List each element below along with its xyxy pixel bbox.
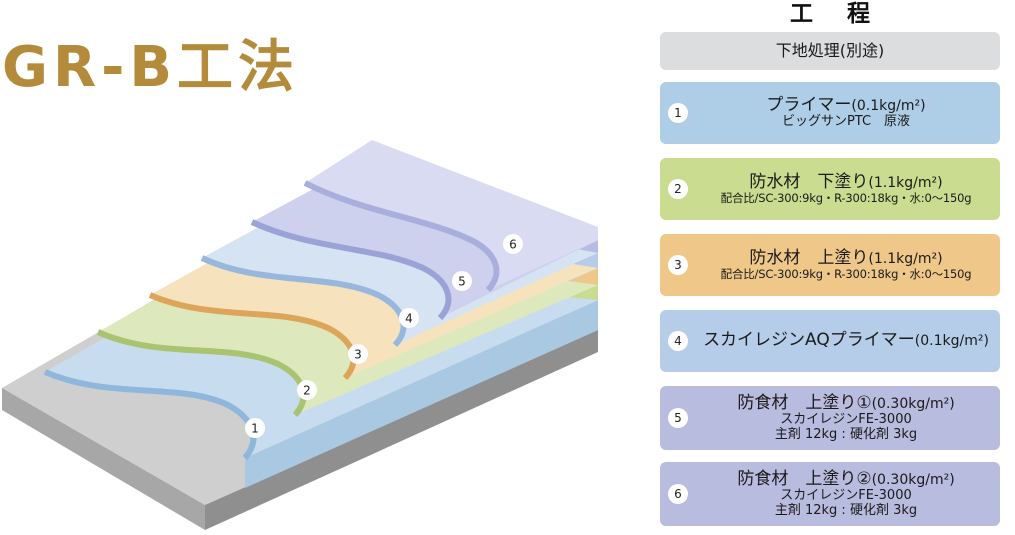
step-spec: (0.30kg/m²) [871, 471, 955, 488]
step-detail: 配合比/SC-300:9kg・R-300:18kg・水:0〜150g [720, 191, 972, 206]
layer-diagram: 1 2 3 4 5 6 [2, 140, 598, 530]
marker-1: 1 [245, 418, 265, 438]
step-title: プライマー [766, 95, 852, 116]
step-number: 6 [668, 484, 688, 504]
svg-text:1: 1 [251, 422, 259, 436]
substrate-label: 下地処理(別途) [775, 41, 885, 61]
step-number: 3 [668, 255, 688, 275]
layer6-top [305, 140, 598, 290]
marker-2: 2 [297, 380, 317, 400]
marker-3: 3 [348, 344, 368, 364]
svg-text:4: 4 [405, 312, 413, 326]
svg-text:2: 2 [303, 384, 311, 398]
step-spec: (0.1kg/m²) [914, 333, 989, 350]
svg-text:5: 5 [458, 275, 466, 289]
step-product: スカイレジンFE-3000 [780, 411, 912, 427]
step-ratio: 主剤 12kg : 硬化剤 3kg [774, 502, 918, 518]
step-ratio: 主剤 12kg : 硬化剤 3kg [774, 426, 918, 442]
marker-4: 4 [399, 308, 419, 328]
step-title: 防水材 下塗り [749, 172, 869, 193]
step-detail: 配合比/SC-300:9kg・R-300:18kg・水:0〜150g [720, 267, 972, 282]
step-6: 6 防食材 上塗り②(0.30kg/m²) スカイレジンFE-3000 主剤 1… [660, 462, 1000, 526]
step-number: 2 [668, 179, 688, 199]
step-title: 防水材 上塗り [749, 248, 869, 269]
layer6-wave-edge [303, 180, 500, 293]
svg-text:3: 3 [354, 348, 362, 362]
base-right-side [205, 330, 598, 530]
layer5-wave-edge [250, 219, 452, 321]
step-number: 4 [668, 331, 688, 351]
step-detail: ビッグサンPTC 原液 [781, 114, 911, 130]
layer5-top [252, 180, 598, 318]
step-3: 3 防水材 上塗り(1.1kg/m²) 配合比/SC-300:9kg・R-300… [660, 234, 1000, 296]
step-product: スカイレジンFE-3000 [780, 487, 912, 503]
base-left-side [2, 388, 205, 530]
step-spec: (0.1kg/m²) [851, 98, 926, 115]
svg-text:6: 6 [509, 238, 517, 252]
layer1-edge [245, 300, 598, 488]
step-5: 5 防食材 上塗り①(0.30kg/m²) スカイレジンFE-3000 主剤 1… [660, 386, 1000, 450]
step-title: 防食材 上塗り① [737, 392, 872, 413]
step-number: 1 [668, 103, 688, 123]
step-spec: (0.30kg/m²) [871, 395, 955, 412]
step-spec: (1.1kg/m²) [868, 251, 943, 268]
step-number: 5 [668, 408, 688, 428]
page-title: GR-B工法 [2, 35, 300, 100]
step-4: 4 スカイレジンAQプライマー(0.1kg/m²) [660, 310, 1000, 372]
step-2: 2 防水材 下塗り(1.1kg/m²) 配合比/SC-300:9kg・R-300… [660, 158, 1000, 220]
substrate-step: 下地処理(別途) [660, 32, 1000, 70]
step-1: 1 プライマー(0.1kg/m²) ビッグサンPTC 原液 [660, 82, 1000, 144]
steps-header: 工程 [790, 1, 904, 27]
marker-5: 5 [452, 271, 472, 291]
step-title: スカイレジンAQプライマー [703, 330, 915, 351]
step-spec: (1.1kg/m²) [868, 175, 943, 192]
step-title: 防食材 上塗り② [737, 468, 872, 489]
marker-6: 6 [503, 234, 523, 254]
